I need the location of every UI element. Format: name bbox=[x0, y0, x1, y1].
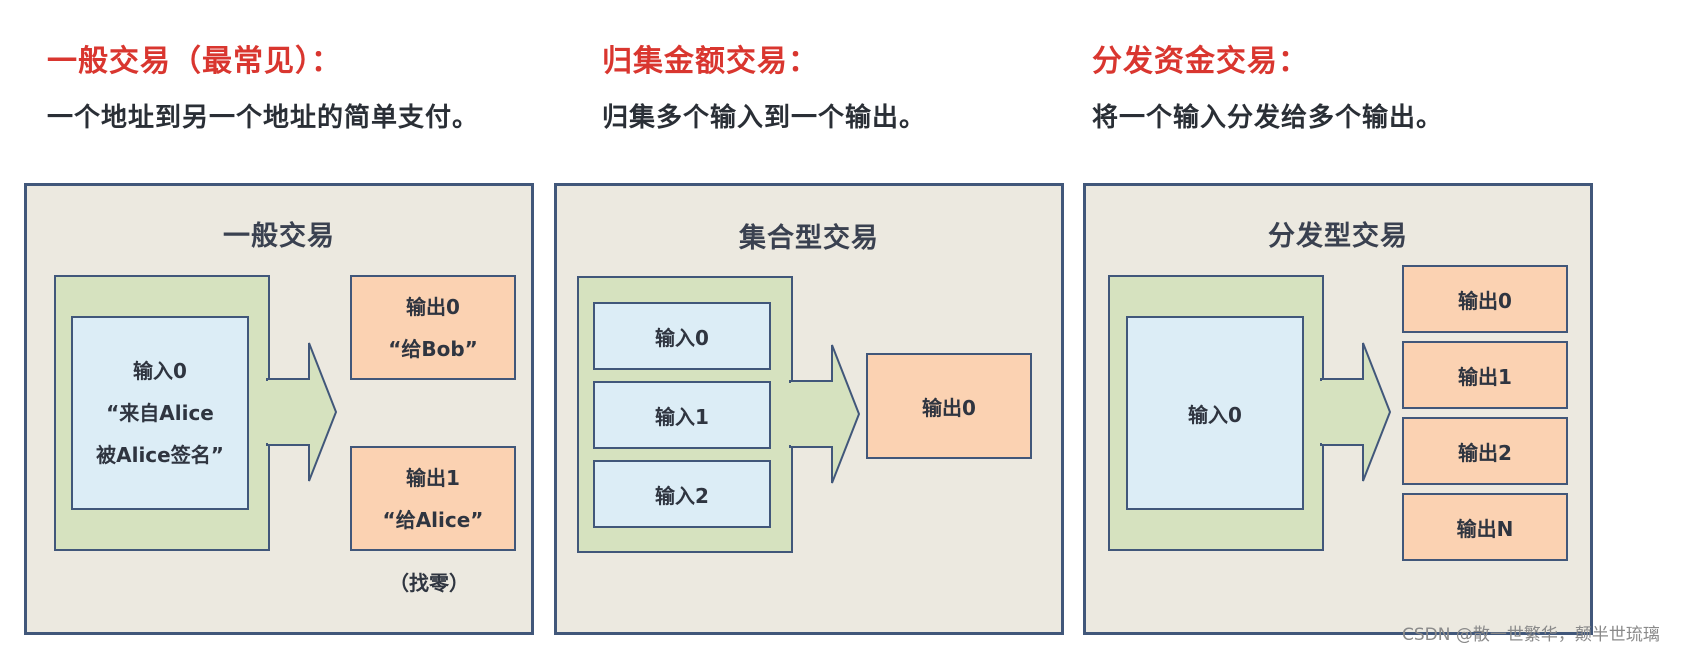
heading-general: 一般交易（最常见）： bbox=[47, 44, 342, 79]
change-note: （找零） bbox=[389, 571, 469, 595]
input-label: 输入0 bbox=[133, 359, 187, 383]
output-box-n: 输出N bbox=[1402, 493, 1568, 561]
input-box-0: 输入0 bbox=[1126, 316, 1304, 510]
output-label: 输出0 bbox=[406, 294, 460, 319]
output-box-0: 输出0 bbox=[1402, 265, 1568, 333]
input-box: 输入0 “来自Alice 被Alice签名” bbox=[71, 316, 249, 510]
input-box-0: 输入0 bbox=[593, 302, 771, 370]
description-general: 一个地址到另一个地址的简单支付。 bbox=[47, 103, 480, 133]
input-source: “来自Alice bbox=[106, 401, 214, 425]
panel-title-distribute: 分发型交易 bbox=[1268, 221, 1408, 252]
input-box-1: 输入1 bbox=[593, 381, 771, 449]
output-box-2: 输出2 bbox=[1402, 417, 1568, 485]
description-aggregate: 归集多个输入到一个输出。 bbox=[602, 103, 927, 133]
heading-distribute: 分发资金交易： bbox=[1092, 44, 1309, 79]
output-label: 输出1 bbox=[406, 465, 460, 490]
panel-general: 一般交易 输入0 “来自Alice 被Alice签名” 输出0 “给Bob” 输… bbox=[24, 183, 534, 635]
arrow-right-icon bbox=[265, 342, 338, 482]
watermark: CSDN @散一世繁华，颠半世琉璃 bbox=[1402, 625, 1660, 645]
output-box-0: 输出0 bbox=[866, 353, 1032, 459]
input-signature: 被Alice签名” bbox=[96, 443, 224, 467]
output-box-bob: 输出0 “给Bob” bbox=[350, 275, 516, 380]
arrow-right-icon bbox=[1319, 342, 1392, 482]
output-box-alice: 输出1 “给Alice” bbox=[350, 446, 516, 551]
output-box-1: 输出1 bbox=[1402, 341, 1568, 409]
description-distribute: 将一个输入分发给多个输出。 bbox=[1092, 103, 1444, 133]
heading-aggregate: 归集金额交易： bbox=[602, 44, 819, 79]
panel-distribute: 分发型交易 输入0 输出0 输出1 输出2 输出N bbox=[1083, 183, 1593, 635]
arrow-right-icon bbox=[788, 344, 861, 484]
panel-aggregate: 集合型交易 输入0 输入1 输入2 输出0 bbox=[554, 183, 1064, 635]
output-recipient: “给Bob” bbox=[388, 336, 478, 361]
panel-title-general: 一般交易 bbox=[223, 221, 335, 252]
input-box-2: 输入2 bbox=[593, 460, 771, 528]
output-recipient: “给Alice” bbox=[382, 507, 484, 532]
panel-title-aggregate: 集合型交易 bbox=[739, 223, 879, 254]
